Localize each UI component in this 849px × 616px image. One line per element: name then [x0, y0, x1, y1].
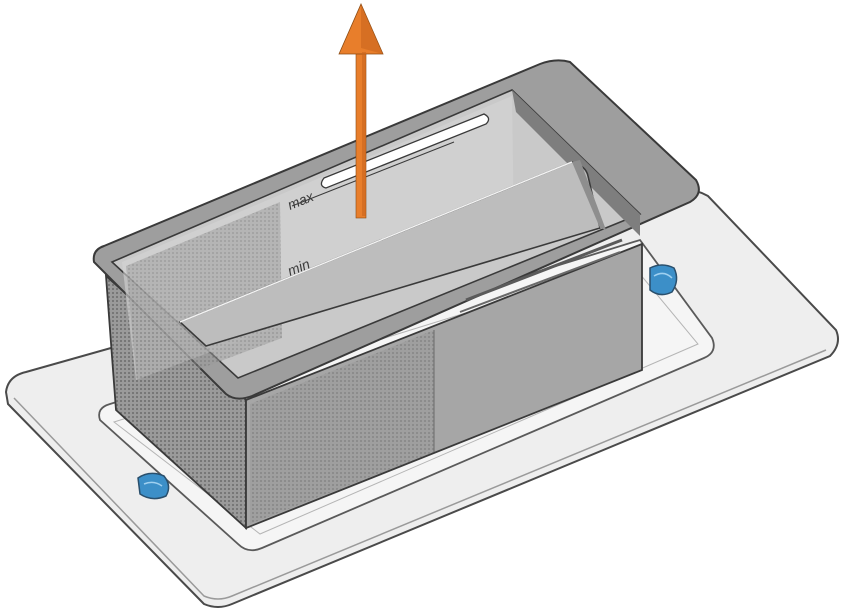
latch-right — [649, 264, 678, 296]
tray-lip — [13, 349, 827, 600]
basket-back-mesh — [126, 202, 282, 392]
basket-side-mesh — [250, 330, 434, 524]
arrow-up-icon — [338, 3, 384, 219]
min-label: min — [285, 255, 312, 278]
latch-left — [137, 472, 170, 500]
basket — [92, 59, 700, 531]
